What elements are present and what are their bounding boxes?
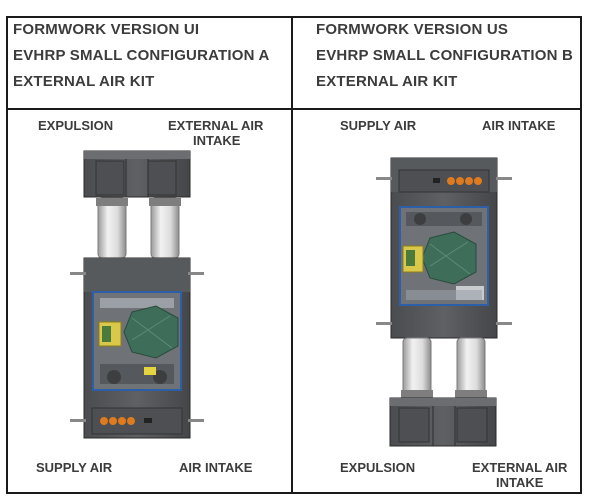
left-header-line-1: FORMWORK VERSION UI <box>13 21 200 38</box>
left-header-panel: FORMWORK VERSION UI EVHRP SMALL CONFIGUR… <box>6 16 293 110</box>
right-label-air-intake: AIR INTAKE <box>482 118 556 133</box>
right-header-line-1: FORMWORK VERSION US <box>316 21 509 38</box>
left-header-line-3: EXTERNAL AIR KIT <box>13 73 155 90</box>
left-label-external-air-intake-1: EXTERNAL AIR <box>168 118 264 133</box>
right-hrv-body <box>376 157 512 339</box>
left-air-kit-box <box>83 150 191 198</box>
left-label-air-intake: AIR INTAKE <box>179 460 253 475</box>
right-ducts <box>401 337 487 399</box>
left-label-expulsion: EXPULSION <box>38 118 114 133</box>
left-hrv-body <box>70 257 204 439</box>
left-ducts <box>96 197 181 259</box>
right-label-supply-air: SUPPLY AIR <box>340 118 417 133</box>
left-label-supply-air: SUPPLY AIR <box>36 460 113 475</box>
right-header-line-3: EXTERNAL AIR KIT <box>316 73 458 90</box>
left-header-line-2: EVHRP SMALL CONFIGURATION A <box>13 47 270 64</box>
right-label-expulsion: EXPULSION <box>340 460 416 475</box>
right-label-external-air-intake-1: EXTERNAL AIR <box>472 460 568 475</box>
right-air-kit-box <box>389 397 497 447</box>
right-header-panel: FORMWORK VERSION US EVHRP SMALL CONFIGUR… <box>291 16 582 110</box>
left-label-external-air-intake-2: INTAKE <box>193 133 241 148</box>
right-header-line-2: EVHRP SMALL CONFIGURATION B <box>316 47 574 64</box>
right-label-external-air-intake-2: INTAKE <box>496 475 544 490</box>
